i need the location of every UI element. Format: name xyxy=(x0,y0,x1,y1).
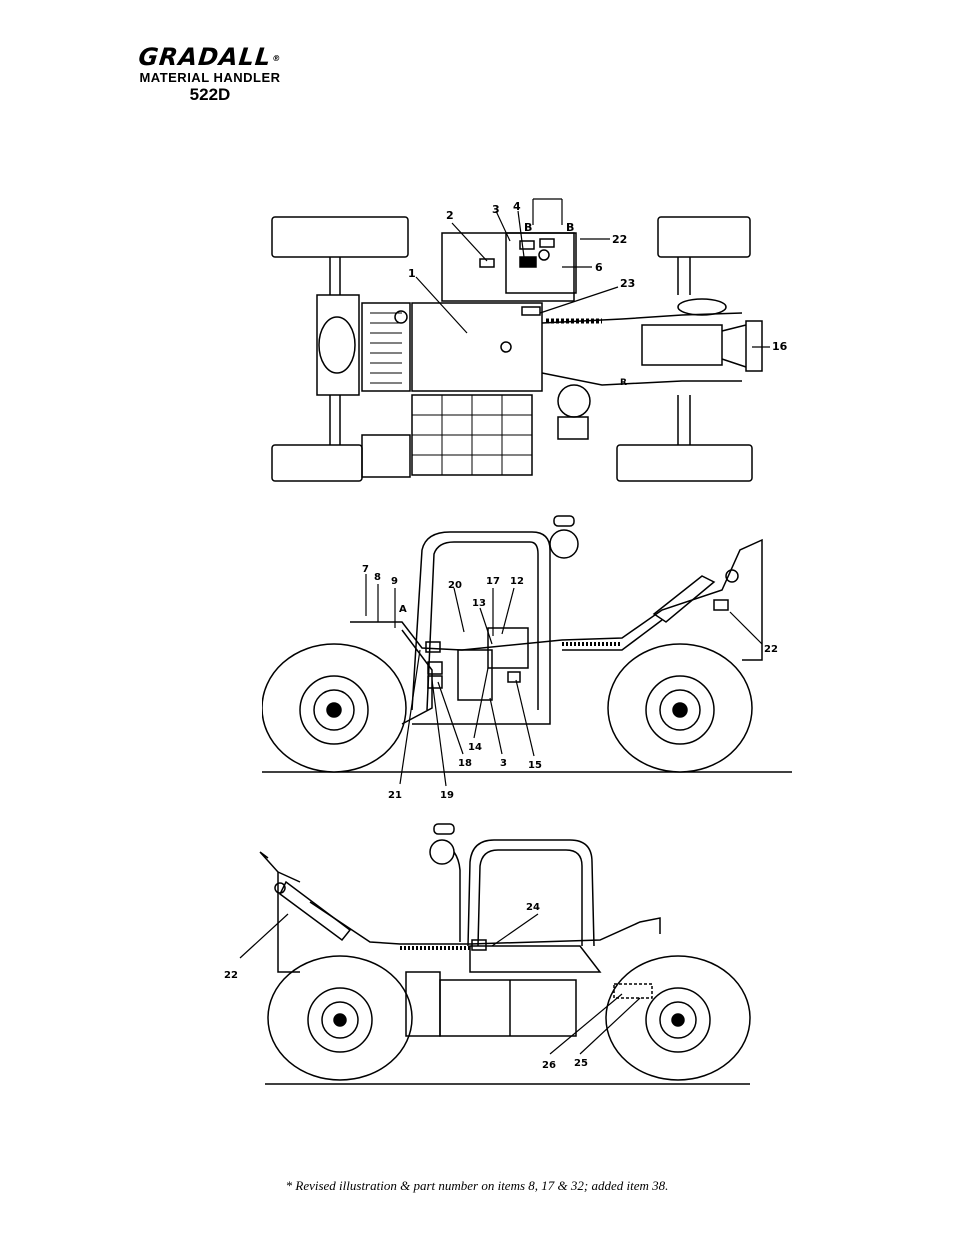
callout-label: 9 xyxy=(391,576,398,587)
callout-label: 3 xyxy=(492,203,500,216)
callout-label: 13 xyxy=(472,598,486,609)
callout-label: 18 xyxy=(458,758,472,769)
rear-left-tire xyxy=(657,216,751,258)
view-marker: A xyxy=(399,604,407,615)
callout-label: 14 xyxy=(468,742,482,753)
view-marker: B xyxy=(566,221,574,234)
callout-label: 25 xyxy=(574,1058,588,1069)
model-number: 522D xyxy=(189,85,231,104)
callout-label: 20 xyxy=(448,580,462,591)
brand-logo: GRADALL® xyxy=(109,43,312,71)
callout-label: 23 xyxy=(620,277,635,290)
callout-label: 26 xyxy=(542,1060,556,1071)
callout-label: 4 xyxy=(513,200,521,213)
callout-label: 16 xyxy=(772,340,788,353)
callout-label: 8 xyxy=(374,572,381,583)
front-right-tire xyxy=(271,444,363,482)
callout-label: 3 xyxy=(500,758,507,769)
callout-label: 6 xyxy=(595,261,603,274)
callout-label: 1 xyxy=(408,267,416,280)
callout-label: 22 xyxy=(612,233,627,246)
callout-label: 22 xyxy=(224,970,238,981)
rear-right-tire xyxy=(616,444,753,482)
right-side-view-illustration: 24 22 26 25 xyxy=(224,823,751,1085)
callout-label: 22 xyxy=(764,644,778,655)
callout-label: 15 xyxy=(528,760,542,771)
callout-label: 17 xyxy=(486,576,500,587)
document-header: GRADALL® MATERIAL HANDLER 522D xyxy=(109,43,312,104)
top-view-illustration: 1 2 3 4 6 16 22 23 B B R xyxy=(271,198,788,482)
left-side-view-illustration: 7 8 9 20 17 12 13 14 18 3 15 21 19 22 A xyxy=(262,515,792,801)
brand-name: GRADALL xyxy=(137,43,273,71)
product-type: MATERIAL HANDLER xyxy=(139,70,281,85)
callout-label: 2 xyxy=(446,209,454,222)
front-left-tire xyxy=(271,216,409,258)
callout-label: 12 xyxy=(510,576,524,587)
callout-label: 21 xyxy=(388,790,402,801)
callout-label: 19 xyxy=(440,790,454,801)
registered-mark: ® xyxy=(271,54,282,63)
view-marker: R xyxy=(620,378,627,388)
view-marker: B xyxy=(524,221,532,234)
revision-footnote: * Revised illustration & part number on … xyxy=(285,1178,669,1193)
callout-label: 7 xyxy=(362,564,369,575)
callout-label: 24 xyxy=(526,902,540,913)
